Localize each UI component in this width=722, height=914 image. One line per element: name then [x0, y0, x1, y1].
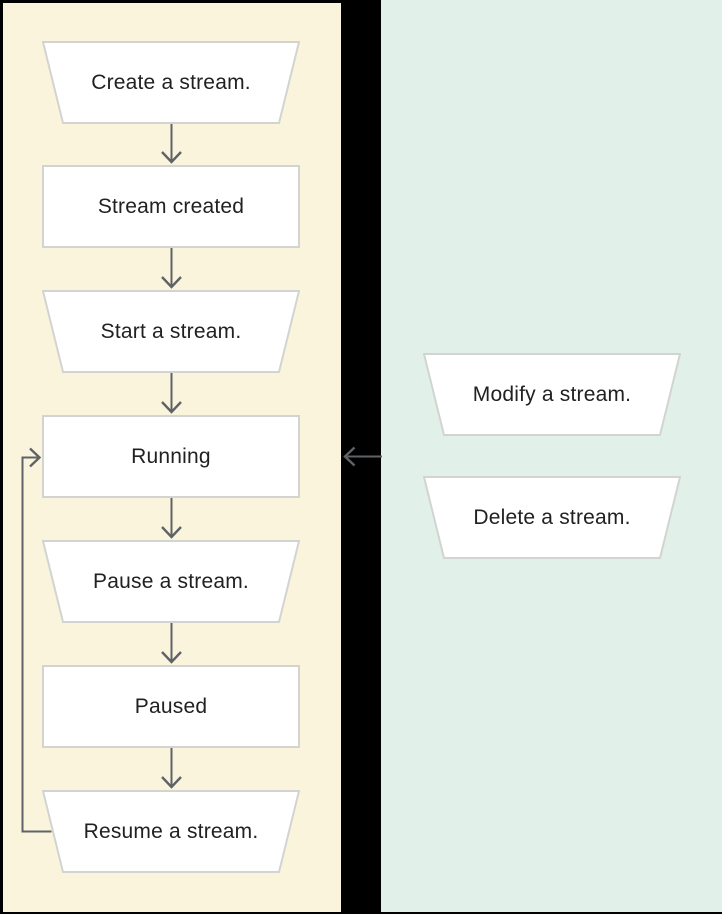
node-create-stream-label: Create a stream.	[91, 70, 251, 94]
node-delete-stream: Delete a stream.	[423, 476, 681, 559]
trapezoid-shape	[42, 540, 300, 623]
node-paused-label: Paused	[134, 694, 208, 718]
node-stream-created-label: Stream created	[97, 194, 245, 218]
node-pause-stream: Pause a stream.	[42, 540, 300, 623]
node-running-label: Running	[131, 444, 211, 468]
trapezoid-shape	[42, 41, 300, 124]
trapezoid-shape	[42, 790, 300, 873]
node-paused: Paused	[42, 665, 300, 748]
node-start-stream: Start a stream.	[42, 290, 300, 373]
node-modify-stream: Modify a stream.	[423, 353, 681, 436]
node-create-stream: Create a stream.	[42, 41, 300, 124]
node-pause-stream-label: Pause a stream.	[93, 569, 249, 593]
trapezoid-shape	[423, 353, 681, 436]
node-running: Running	[42, 415, 300, 498]
trapezoid-shape	[423, 476, 681, 559]
node-modify-stream-label: Modify a stream.	[472, 382, 632, 406]
node-resume-stream: Resume a stream.	[42, 790, 300, 873]
actions-panel	[381, 0, 722, 912]
node-resume-stream-label: Resume a stream.	[83, 819, 259, 843]
node-stream-created: Stream created	[42, 165, 300, 248]
node-delete-stream-label: Delete a stream.	[473, 505, 631, 529]
node-start-stream-label: Start a stream.	[100, 319, 242, 343]
trapezoid-shape	[42, 290, 300, 373]
arrow-actions-to-running	[343, 446, 382, 467]
